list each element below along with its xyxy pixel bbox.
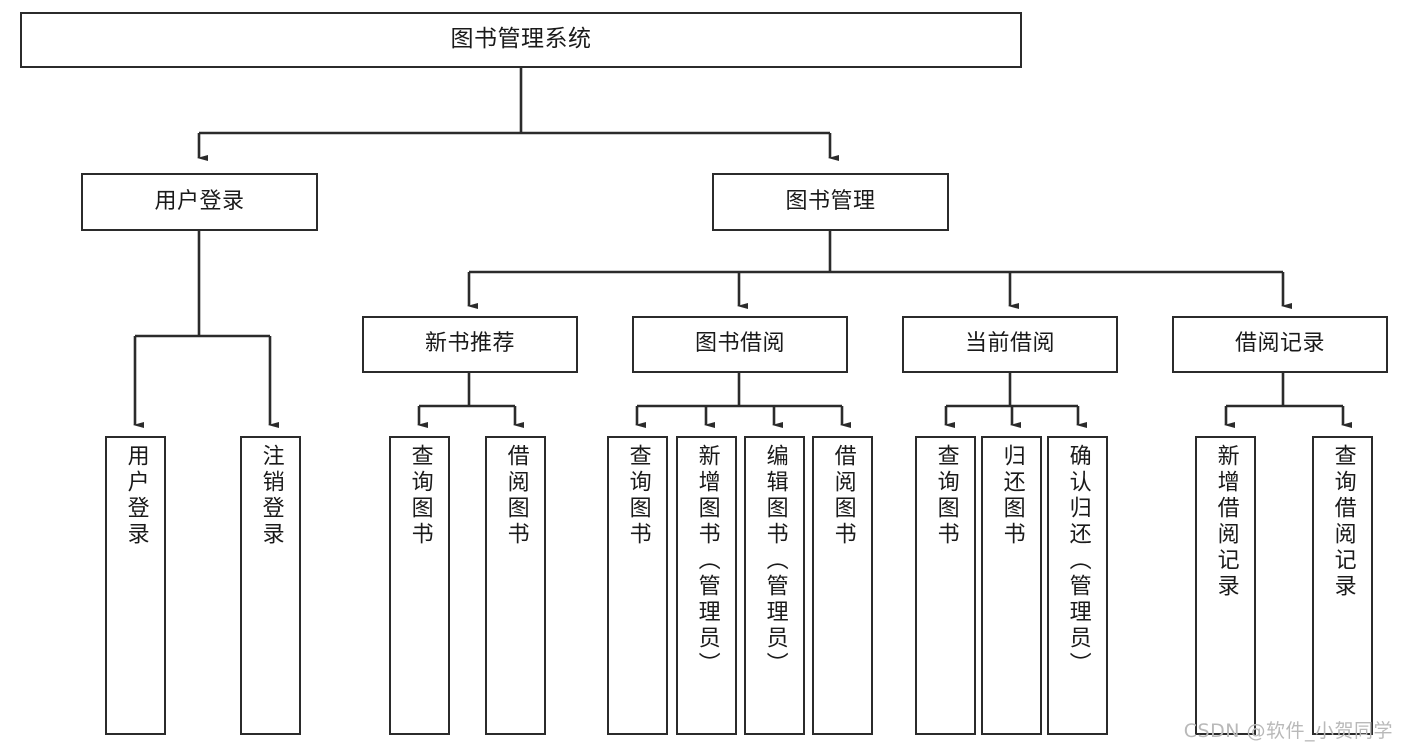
- node-leaf-return-book-label: 归还图书: [999, 444, 1025, 548]
- node-leaf-borrow-book-1-label: 借阅图书: [503, 444, 529, 548]
- node-leaf-edit-book[interactable]: 编辑图书（管理员）: [744, 436, 805, 735]
- node-leaf-borrow-book-2-label: 借阅图书: [830, 444, 856, 548]
- node-book-manage-label: 图书管理: [785, 188, 876, 214]
- node-leaf-query-book-3-label: 查询图书: [933, 444, 959, 548]
- node-leaf-user-login[interactable]: 用户登录: [105, 436, 166, 735]
- node-current-borrow-label: 当前借阅: [964, 331, 1055, 357]
- watermark: CSDN @软件_小贺同学: [1183, 720, 1393, 742]
- node-leaf-query-book-2[interactable]: 查询图书: [607, 436, 668, 735]
- node-leaf-edit-book-label: 编辑图书（管理员）: [762, 444, 788, 678]
- node-leaf-add-record[interactable]: 新增借阅记录: [1195, 436, 1256, 735]
- node-new-book-recommend-label: 新书推荐: [424, 331, 515, 357]
- node-leaf-query-record-label: 查询借阅记录: [1330, 444, 1356, 600]
- node-leaf-logout-login[interactable]: 注销登录: [240, 436, 301, 735]
- node-user-login[interactable]: 用户登录: [81, 173, 318, 231]
- node-leaf-logout-login-label: 注销登录: [258, 444, 284, 548]
- node-leaf-add-record-label: 新增借阅记录: [1213, 444, 1239, 600]
- node-book-borrow[interactable]: 图书借阅: [632, 316, 848, 373]
- node-book-borrow-label: 图书借阅: [694, 331, 785, 357]
- node-leaf-add-book-label: 新增图书（管理员）: [694, 444, 720, 678]
- node-leaf-confirm-return[interactable]: 确认归还（管理员）: [1047, 436, 1108, 735]
- node-root-label: 图书管理系统: [450, 26, 592, 53]
- node-leaf-borrow-book-1[interactable]: 借阅图书: [485, 436, 546, 735]
- node-leaf-query-book-3[interactable]: 查询图书: [915, 436, 976, 735]
- node-leaf-user-login-label: 用户登录: [123, 444, 149, 548]
- node-user-login-label: 用户登录: [154, 188, 245, 214]
- node-book-manage[interactable]: 图书管理: [712, 173, 949, 231]
- node-leaf-query-book-1[interactable]: 查询图书: [389, 436, 450, 735]
- node-leaf-query-book-2-label: 查询图书: [625, 444, 651, 548]
- node-current-borrow[interactable]: 当前借阅: [902, 316, 1118, 373]
- node-root[interactable]: 图书管理系统: [20, 12, 1022, 68]
- node-leaf-confirm-return-label: 确认归还（管理员）: [1065, 444, 1091, 678]
- node-leaf-query-record[interactable]: 查询借阅记录: [1312, 436, 1373, 735]
- node-new-book-recommend[interactable]: 新书推荐: [362, 316, 578, 373]
- node-borrow-record[interactable]: 借阅记录: [1172, 316, 1388, 373]
- node-borrow-record-label: 借阅记录: [1234, 331, 1325, 357]
- node-leaf-borrow-book-2[interactable]: 借阅图书: [812, 436, 873, 735]
- node-leaf-query-book-1-label: 查询图书: [407, 444, 433, 548]
- node-leaf-add-book[interactable]: 新增图书（管理员）: [676, 436, 737, 735]
- node-leaf-return-book[interactable]: 归还图书: [981, 436, 1042, 735]
